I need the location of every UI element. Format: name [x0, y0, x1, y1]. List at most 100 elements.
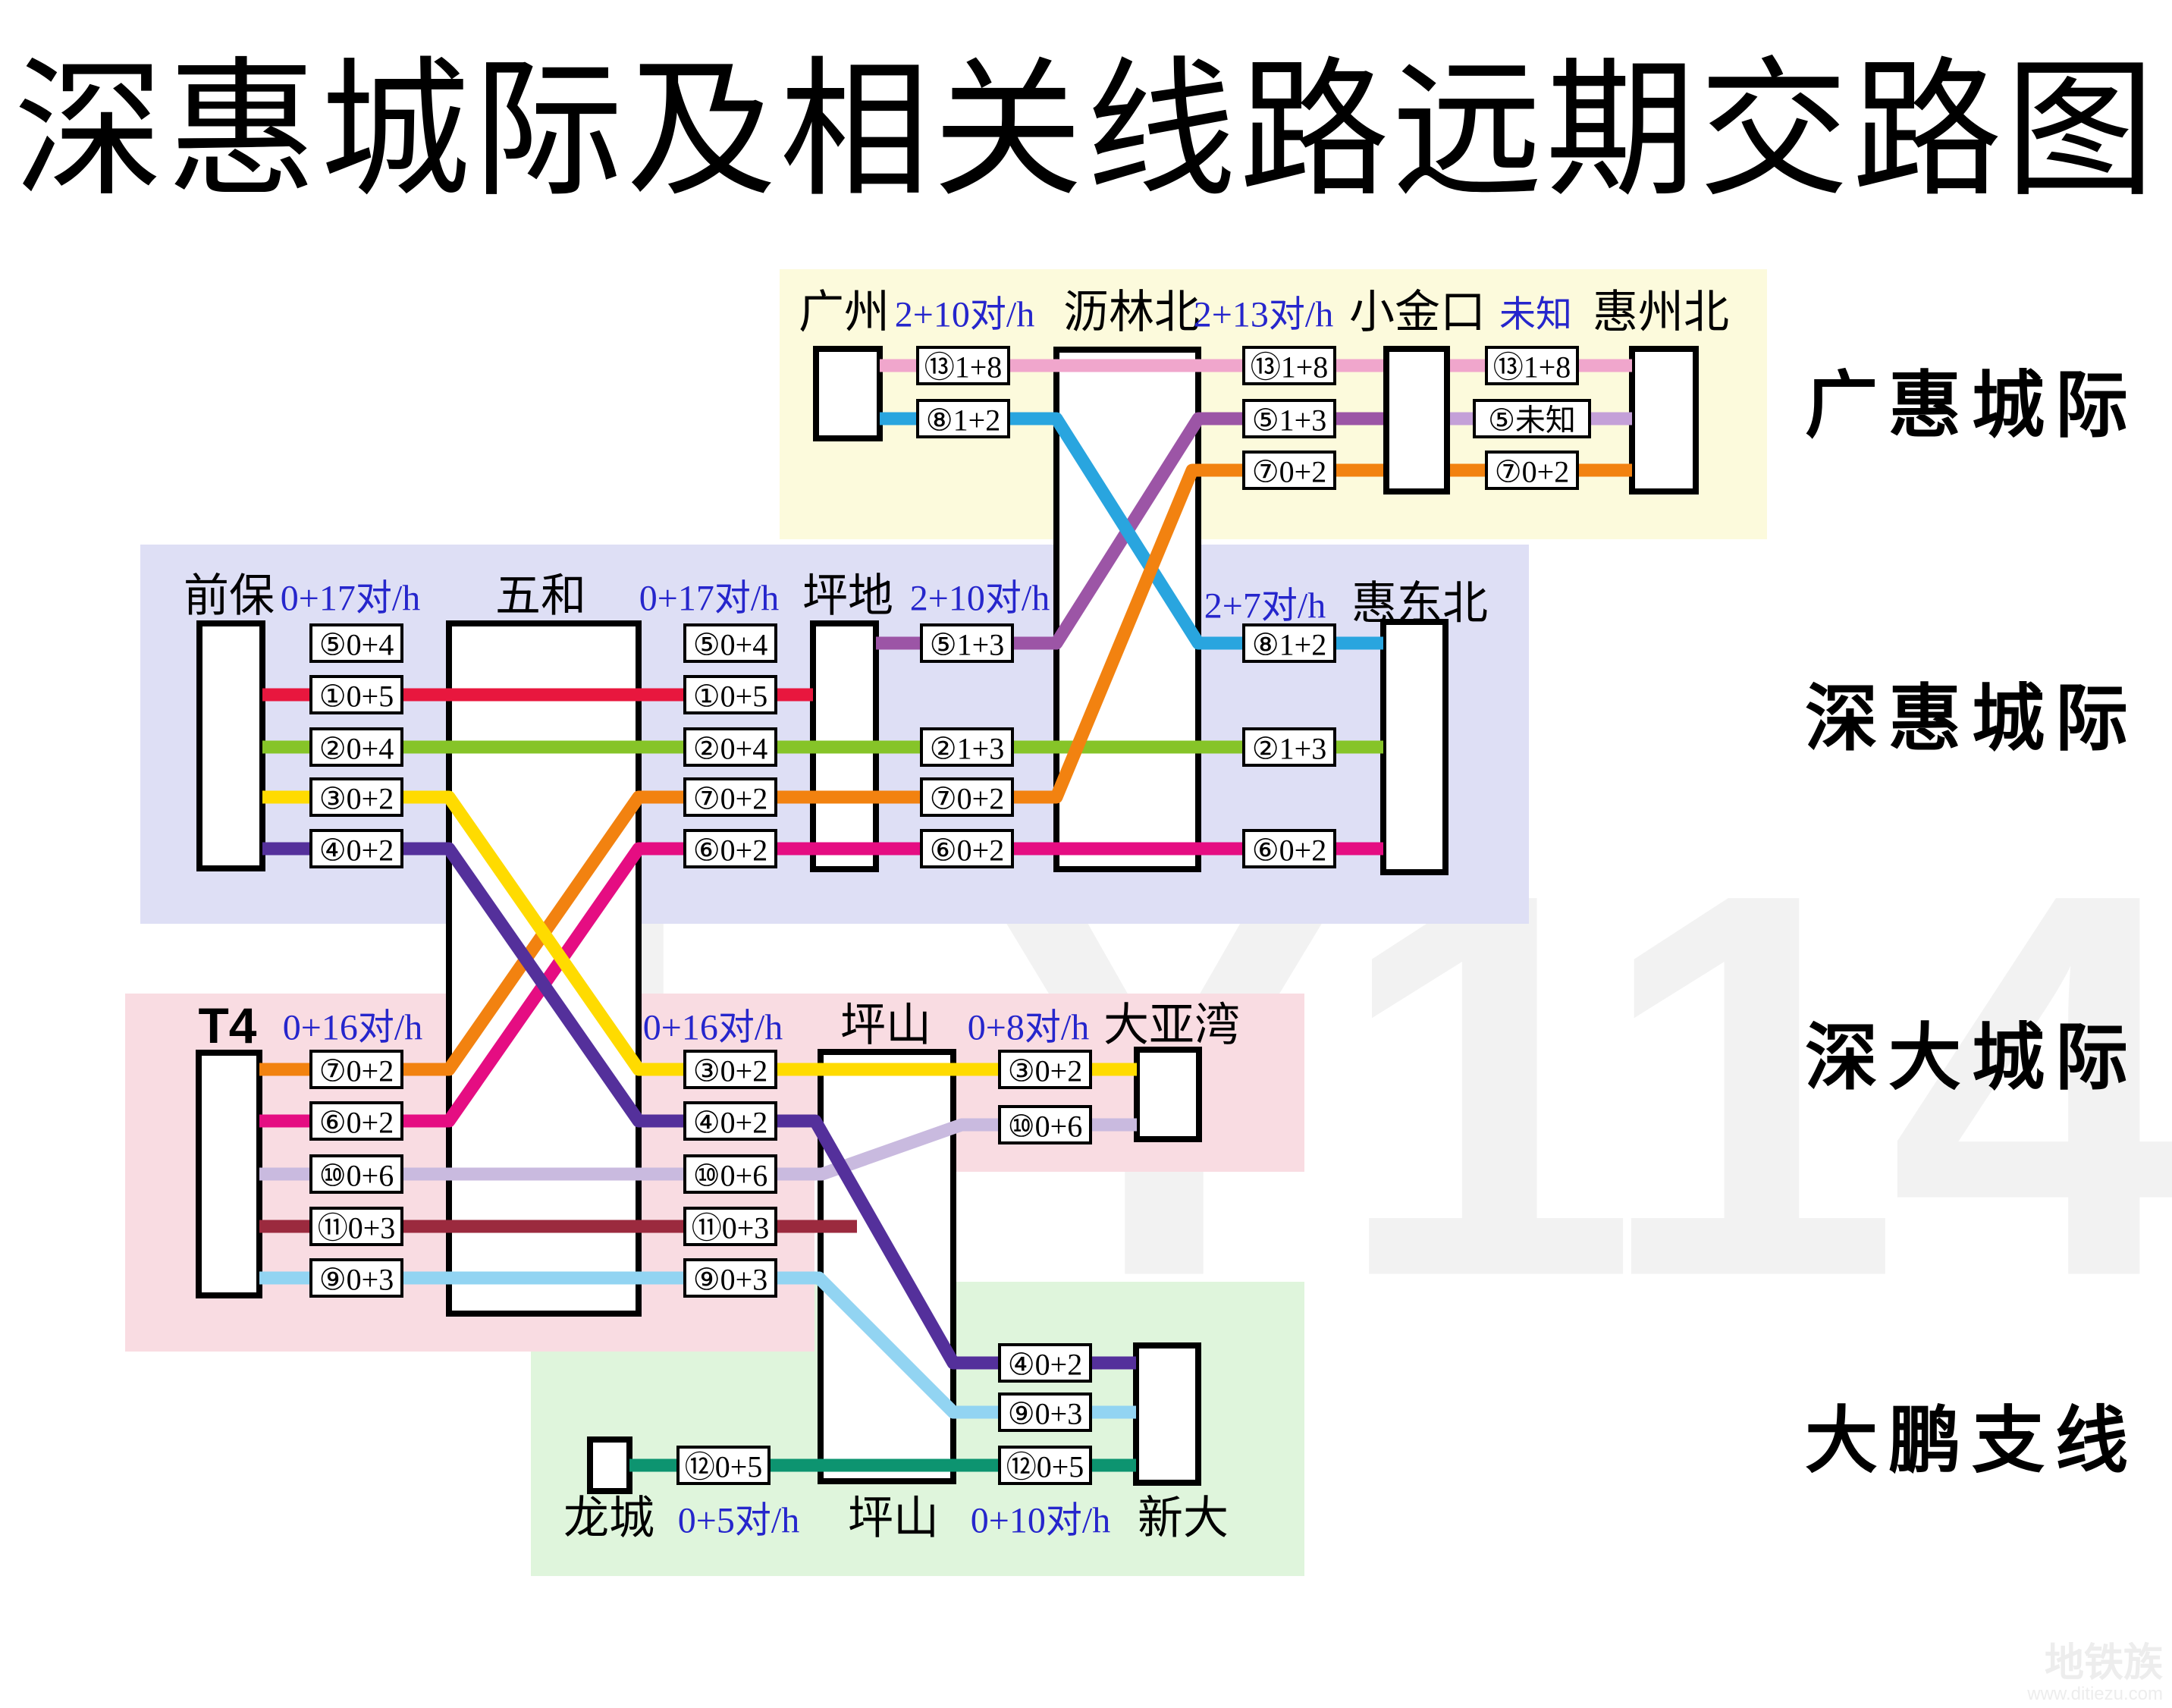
route-label: ②1+3	[930, 732, 1004, 766]
route-label-box	[1485, 346, 1579, 385]
route-label-box	[309, 727, 403, 767]
route-label: ③0+2	[319, 782, 394, 816]
station-name: 小金口	[1349, 287, 1486, 338]
route-label: ④0+2	[1008, 1348, 1082, 1382]
station-name: 惠东北	[1351, 579, 1488, 629]
route-label-box	[920, 623, 1014, 663]
route-label: ⑤未知	[1488, 403, 1576, 438]
route-label: ⑦0+2	[1495, 455, 1569, 489]
route-label-box	[683, 777, 777, 817]
route-label-box	[683, 1207, 777, 1246]
route-label: ⑥0+2	[319, 1106, 394, 1140]
route-label-box	[683, 1154, 777, 1194]
station-box	[818, 1049, 956, 1484]
route-label-box	[309, 675, 403, 714]
route-label: ⑩0+6	[319, 1159, 394, 1193]
route-label-box	[1485, 451, 1579, 490]
route-label: ⑧1+2	[926, 403, 1000, 438]
route-label-box	[309, 1207, 403, 1246]
station-name: 广州	[799, 287, 890, 338]
station-box	[1134, 1047, 1202, 1142]
station-box	[196, 1050, 262, 1298]
station-box	[587, 1436, 632, 1494]
route-label-box	[920, 777, 1014, 817]
frequency-label: 0+17对/h	[639, 579, 779, 619]
route-label-box	[998, 1050, 1092, 1089]
route-label-box	[683, 829, 777, 868]
route-label: ⑥0+2	[693, 834, 767, 868]
frequency-label: 0+10对/h	[971, 1501, 1110, 1541]
frequency-label: 2+13对/h	[1194, 295, 1333, 335]
frequency-label: 2+7对/h	[1204, 586, 1326, 626]
station-box	[813, 346, 883, 441]
route-label-box	[998, 1105, 1092, 1144]
route-label-box	[683, 1050, 777, 1089]
route-label-box	[998, 1446, 1092, 1485]
route-label-box	[683, 1258, 777, 1298]
route-label: ⑥0+2	[1252, 834, 1326, 868]
route-label: ⑩0+6	[693, 1159, 767, 1193]
route-label: ⑦0+2	[319, 1054, 394, 1088]
route-label: ⑬1+8	[924, 350, 1003, 385]
route-label-box	[309, 829, 403, 868]
station-box	[1133, 1342, 1201, 1486]
section-label: 深惠城际	[1805, 679, 2139, 760]
frequency-label: 0+5对/h	[678, 1501, 799, 1541]
route-label-box	[916, 399, 1010, 438]
station-name: 大亚湾	[1103, 1000, 1240, 1050]
station-name: 前保	[184, 571, 275, 621]
station-name: 坪山	[848, 1493, 939, 1543]
station-box	[1380, 619, 1449, 875]
route-label: ⑪0+3	[692, 1211, 770, 1245]
route-label: ⑥0+2	[930, 834, 1004, 868]
route-label-box	[920, 727, 1014, 767]
station-box	[1629, 346, 1699, 495]
route-label-box	[916, 346, 1010, 385]
page-title: 深惠城际及相关线路远期交路图	[14, 49, 2158, 215]
route-label-box	[1473, 399, 1591, 438]
route-label-box	[683, 623, 777, 663]
frequency-label: 0+8对/h	[968, 1008, 1089, 1048]
watermark-site-name: 地铁族	[2044, 1641, 2163, 1686]
route-label: ⑤1+3	[1252, 403, 1326, 438]
route-label: ⑦0+2	[693, 782, 767, 816]
route-label: ②0+4	[693, 732, 767, 766]
route-label-box	[309, 1258, 403, 1298]
route-label-box	[998, 1343, 1092, 1383]
station-box	[1383, 346, 1450, 495]
station-name: 惠州北	[1593, 287, 1729, 338]
route-label: ⑦0+2	[930, 782, 1004, 816]
route-label: ⑤1+3	[930, 628, 1004, 662]
frequency-label: 0+16对/h	[643, 1008, 783, 1048]
route-label-box	[683, 675, 777, 714]
route-label: ⑧1+2	[1252, 628, 1326, 662]
route-label-box	[676, 1446, 771, 1485]
route-label: ⑬1+8	[1493, 350, 1571, 385]
route-label: ②1+3	[1252, 732, 1326, 766]
frequency-label: 2+10对/h	[910, 579, 1050, 619]
route-label: ⑤0+4	[693, 628, 767, 662]
section-label: 广惠城际	[1805, 366, 2139, 447]
route-label: ⑨0+3	[1008, 1397, 1082, 1431]
route-label-box	[309, 1154, 403, 1194]
route-label: ⑪0+3	[318, 1211, 396, 1245]
route-label-box	[1242, 829, 1336, 868]
station-name: T4	[198, 997, 256, 1053]
station-box	[446, 620, 642, 1317]
frequency-label: 未知	[1499, 295, 1572, 335]
route-label: ⑩0+6	[1008, 1110, 1082, 1144]
route-label-box	[920, 829, 1014, 868]
watermark-site: 地铁族 www.ditiezu.com	[2027, 1643, 2163, 1703]
route-label: ⑨0+3	[693, 1263, 767, 1297]
route-label-box	[1242, 346, 1336, 385]
route-label-box	[1242, 399, 1336, 438]
station-name: 五和	[495, 571, 586, 621]
route-label: ③0+2	[1008, 1054, 1082, 1088]
station-name: 新大	[1138, 1493, 1229, 1543]
frequency-label: 2+10对/h	[895, 295, 1034, 335]
route-label: ③0+2	[693, 1054, 767, 1088]
route-label-box	[309, 623, 403, 663]
station-name: 坪山	[840, 1000, 931, 1050]
